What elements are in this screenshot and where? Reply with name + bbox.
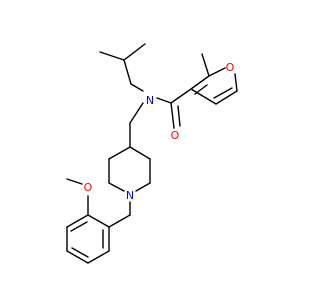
bond bbox=[215, 90, 238, 105]
bond bbox=[170, 102, 175, 129]
atom-labels: N O O N O bbox=[84, 61, 235, 202]
bond bbox=[135, 182, 151, 192]
bond bbox=[123, 59, 132, 85]
bond bbox=[177, 105, 181, 127]
molecule-structure: N O O N O bbox=[66, 43, 238, 264]
bond bbox=[123, 43, 146, 61]
bond bbox=[156, 97, 172, 104]
bond bbox=[87, 250, 110, 264]
bond bbox=[129, 146, 151, 160]
bond bbox=[129, 102, 144, 124]
bond bbox=[66, 214, 89, 228]
piperidine-nitrogen-label: N bbox=[126, 189, 134, 202]
bond bbox=[190, 88, 217, 105]
bond bbox=[213, 87, 233, 99]
carbonyl-oxygen-label: O bbox=[171, 129, 180, 142]
methoxy-oxygen-label: O bbox=[84, 181, 93, 194]
bond bbox=[66, 178, 83, 185]
furan-oxygen-label: O bbox=[226, 61, 235, 74]
bond bbox=[71, 247, 89, 258]
bond bbox=[99, 51, 125, 61]
bond bbox=[66, 250, 89, 264]
amide-nitrogen-label: N bbox=[146, 94, 154, 107]
bond bbox=[87, 214, 110, 228]
bond bbox=[108, 146, 131, 160]
bond bbox=[208, 67, 226, 77]
bond bbox=[170, 88, 192, 104]
bond bbox=[108, 182, 125, 192]
bonds bbox=[66, 43, 238, 264]
bond bbox=[234, 73, 238, 92]
bond bbox=[108, 214, 131, 228]
bond bbox=[190, 75, 210, 90]
bond bbox=[201, 53, 210, 77]
bond bbox=[70, 221, 88, 232]
bond bbox=[130, 83, 144, 92]
